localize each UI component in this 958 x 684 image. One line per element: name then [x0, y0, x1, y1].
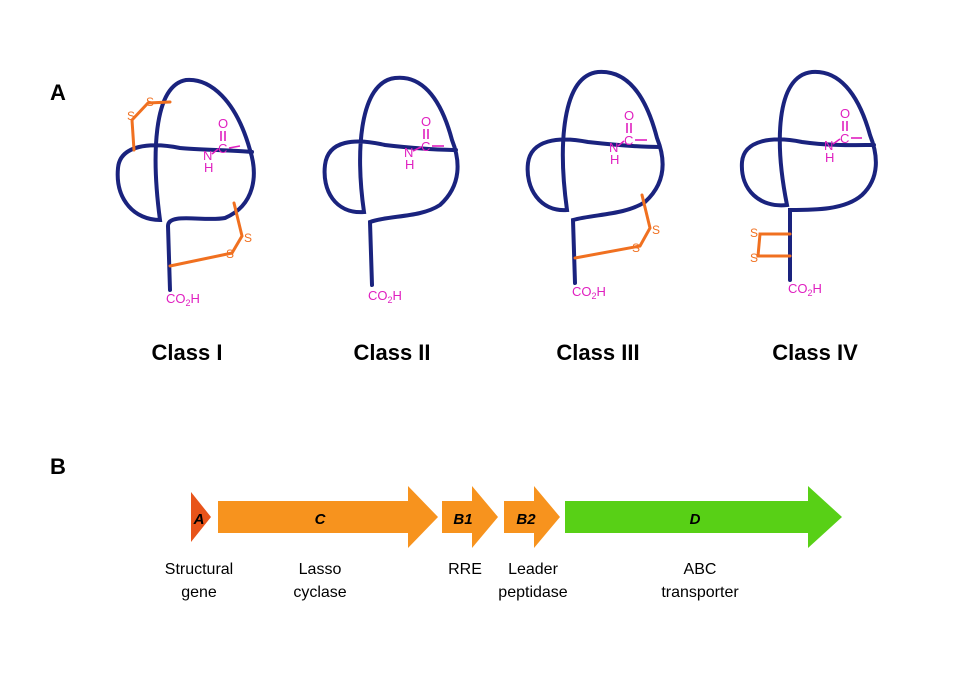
- class-i-carbon: C: [218, 141, 227, 156]
- gene-b2-desc-line2: peptidase: [498, 584, 567, 601]
- class-iii-isopeptide-bond: O C N H: [609, 108, 647, 167]
- gene-b1-letter: B1: [453, 511, 472, 528]
- class-iii-hydrogen: H: [610, 152, 619, 167]
- class-ii-hydrogen: H: [405, 157, 414, 172]
- class-iv-c-terminus: CO2H: [788, 281, 822, 298]
- class-iv-sulfur-2: S: [750, 251, 758, 265]
- class-i-oxygen: O: [218, 116, 228, 131]
- gene-b2-arrow: [504, 486, 560, 548]
- gene-b2-letter: B2: [516, 511, 536, 528]
- class-ii-label: Class II: [353, 340, 430, 365]
- class-ii-structure: O C N H CO2H: [322, 75, 460, 305]
- class-i-c-terminus: CO2H: [166, 291, 200, 308]
- class-i-sulfur-1: S: [127, 109, 135, 123]
- class-iii-backbone: [525, 69, 665, 285]
- class-iii-sulfur-2: S: [632, 241, 640, 255]
- class-i-disulfide-bridge-bottom: [168, 201, 244, 268]
- panel-a-label: A: [50, 80, 66, 105]
- class-iv-sulfur-1: S: [750, 226, 758, 240]
- class-i-sulfur-3: S: [244, 231, 252, 245]
- class-ii-carbon: C: [421, 139, 430, 154]
- gene-d-desc-line1: ABC: [684, 561, 717, 578]
- gene-d-arrow: [565, 486, 842, 548]
- class-ii-c-terminus: CO2H: [368, 288, 402, 305]
- class-i-disulfide-bridge-top: [130, 100, 172, 152]
- gene-d-letter: D: [690, 511, 701, 528]
- gene-c-letter: C: [315, 511, 327, 528]
- gene-a-desc-line2: gene: [181, 584, 217, 601]
- class-i-label: Class I: [152, 340, 223, 365]
- class-iii-carbon: C: [624, 133, 633, 148]
- gene-a-letter: A: [193, 511, 205, 528]
- gene-cluster-labels: A C B1 B2 D Structural gene Lasso cyclas…: [165, 511, 740, 601]
- gene-b2-desc-line1: Leader: [508, 561, 558, 578]
- gene-c-arrow: [218, 486, 438, 548]
- class-iv-isopeptide-bond: O C N H: [824, 106, 862, 165]
- class-iv-nitrogen: N: [824, 138, 833, 153]
- class-iv-oxygen: O: [840, 106, 850, 121]
- class-iv-label: Class IV: [772, 340, 858, 365]
- class-iii-sulfur-1: S: [652, 223, 660, 237]
- class-ii-oxygen: O: [421, 114, 431, 129]
- class-i-structure: S S S S O C N H CO2H: [115, 77, 256, 308]
- gene-c-desc-line1: Lasso: [299, 561, 342, 578]
- class-i-backbone: [115, 77, 256, 292]
- class-iii-label: Class III: [556, 340, 639, 365]
- class-iii-structure: S S O C N H CO2H: [525, 69, 665, 301]
- class-iii-oxygen: O: [624, 108, 634, 123]
- gene-d-desc-line2: transporter: [661, 584, 739, 601]
- gene-b1-desc-line1: RRE: [448, 561, 482, 578]
- gene-b1-arrow: [442, 486, 498, 548]
- class-i-isopeptide-bond: O C N H: [203, 116, 241, 175]
- gene-a-desc-line1: Structural: [165, 561, 233, 578]
- class-iii-disulfide-bridge: [573, 193, 652, 260]
- class-i-sulfur-2: S: [146, 95, 154, 109]
- class-iv-structure: S S O C N H CO2H: [739, 69, 878, 298]
- class-ii-nitrogen: N: [404, 145, 413, 160]
- class-iv-backbone: [739, 69, 878, 282]
- class-iii-c-terminus: CO2H: [572, 284, 606, 301]
- class-iv-carbon: C: [840, 131, 849, 146]
- class-iii-nitrogen: N: [609, 140, 618, 155]
- gene-c-desc-line2: cyclase: [293, 584, 346, 601]
- class-i-sulfur-4: S: [226, 247, 234, 261]
- class-iv-hydrogen: H: [825, 150, 834, 165]
- class-ii-backbone: [322, 75, 460, 287]
- class-iv-disulfide-bridge: [756, 232, 792, 258]
- panel-b-label: B: [50, 454, 66, 479]
- class-i-hydrogen: H: [204, 160, 213, 175]
- gene-a-arrow: [191, 492, 211, 542]
- gene-cluster: [191, 486, 842, 548]
- class-ii-isopeptide-bond: O C N H: [404, 114, 444, 172]
- class-i-nitrogen: N: [203, 148, 212, 163]
